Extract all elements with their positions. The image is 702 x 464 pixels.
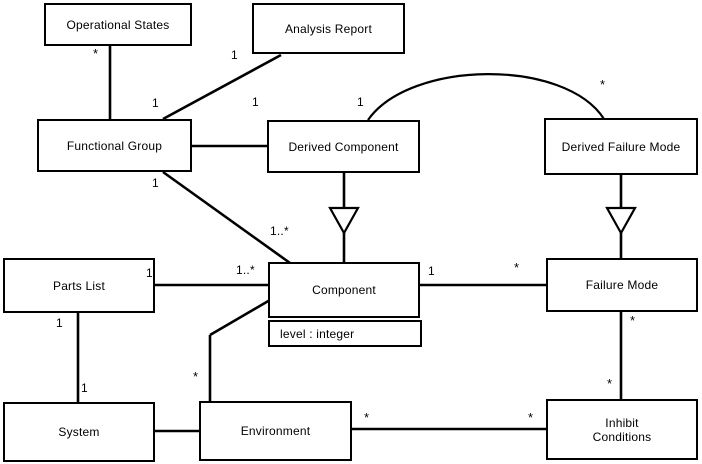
multiplicity-m-system-partslist: 1: [81, 381, 88, 395]
class-name-functional-group: Functional Group: [66, 138, 163, 153]
class-name-derived-failure-mode: Derived Failure Mode: [561, 139, 681, 154]
multiplicity-m-dc-dfm: 1: [357, 95, 364, 109]
class-box-operational-states[interactable]: Operational States: [44, 3, 192, 46]
class-name-component: Component: [312, 283, 376, 297]
class-box-derived-component[interactable]: Derived Component: [267, 120, 420, 173]
class-box-component[interactable]: Component: [268, 262, 420, 318]
multiplicity-m-inhibit-fm: *: [607, 376, 613, 391]
multiplicity-m-component-fm: 1: [428, 264, 435, 278]
class-box-derived-failure-mode[interactable]: Derived Failure Mode: [544, 118, 698, 175]
assoc-environment-component-diagonal: [209, 298, 271, 337]
multiplicity-m-fg-ar: 1: [152, 96, 159, 110]
class-box-environment[interactable]: Environment: [199, 401, 352, 461]
multiplicity-m-fg-component: 1: [152, 176, 159, 190]
class-box-parts-list[interactable]: Parts List: [3, 258, 155, 313]
gen-derivedfailuremode-failuremode-arrowhead: [605, 206, 637, 236]
multiplicity-m-fm-inhibit: *: [630, 313, 636, 328]
multiplicity-m-fg-dc: 1: [252, 95, 259, 109]
class-name-failure-mode: Failure Mode: [585, 278, 659, 292]
assoc-functionalgroup-component: [162, 170, 291, 265]
multiplicity-m-env-inhibit: *: [364, 410, 370, 425]
multiplicity-m-component-fg: 1..*: [270, 224, 289, 238]
assoc-functionalgroup-analysisreport: [162, 53, 282, 121]
attribute-component-level: level : integer: [280, 326, 355, 341]
multiplicity-m-component-partslist: 1..*: [236, 263, 255, 277]
assoc-derivedcomponent-derivedfailuremode: [367, 73, 605, 121]
class-box-analysis-report[interactable]: Analysis Report: [252, 3, 405, 54]
multiplicity-m-opstates-fg: *: [93, 46, 99, 61]
gen-derivedcomponent-component-arrowhead: [328, 206, 360, 236]
class-box-functional-group[interactable]: Functional Group: [37, 119, 192, 172]
class-name-environment: Environment: [240, 424, 311, 438]
class-box-system[interactable]: System: [3, 402, 155, 462]
class-name-operational-states: Operational States: [66, 17, 170, 32]
class-box-failure-mode[interactable]: Failure Mode: [546, 258, 698, 312]
class-name-inhibit-conditions: Inhibit Conditions: [592, 415, 652, 444]
class-name-system: System: [58, 425, 100, 439]
multiplicity-m-partslist-component: 1: [146, 266, 153, 280]
multiplicity-m-dfm-dc: *: [600, 77, 606, 92]
class-box-inhibit-conditions[interactable]: Inhibit Conditions: [546, 399, 698, 460]
class-name-parts-list: Parts List: [52, 278, 105, 293]
class-name-derived-component: Derived Component: [288, 139, 399, 154]
multiplicity-m-fm-component: *: [514, 260, 520, 275]
attribute-compartment-component[interactable]: level : integer: [268, 320, 422, 347]
multiplicity-m-inhibit-env: *: [528, 410, 534, 425]
multiplicity-m-ar-fg: 1: [231, 48, 238, 62]
multiplicity-m-env-component: *: [193, 369, 199, 384]
multiplicity-m-partslist-system: 1: [56, 316, 63, 330]
class-name-analysis-report: Analysis Report: [284, 21, 373, 36]
